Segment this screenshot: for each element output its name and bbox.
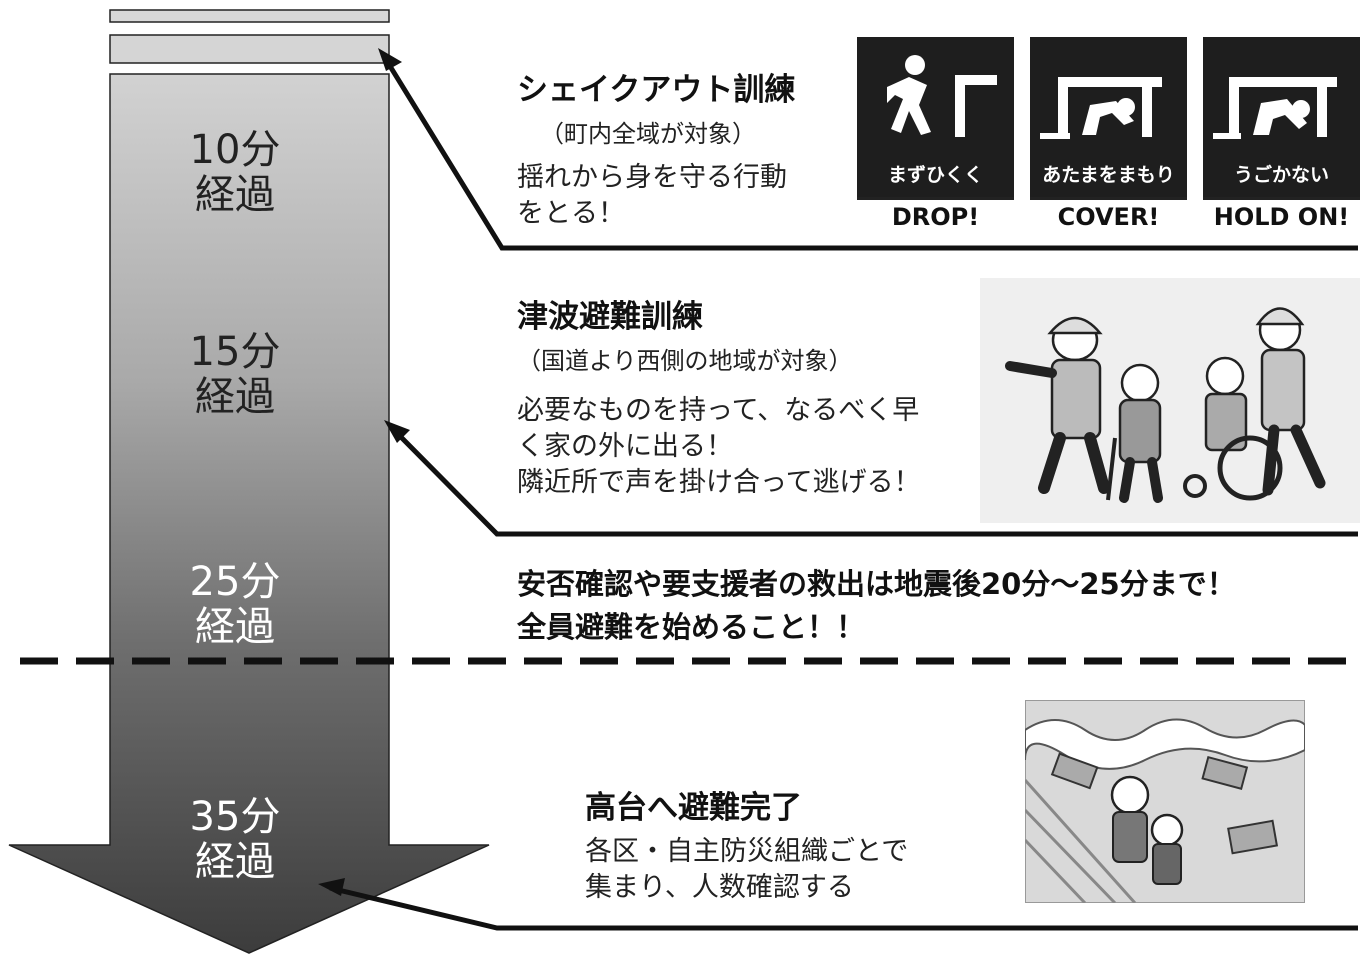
- time-label-15: 15分経過: [189, 329, 281, 420]
- sign-drop: まずひくく DROP!: [857, 37, 1014, 235]
- shakeout-scope: （町内全域が対象）: [540, 120, 756, 148]
- shakeout-title: シェイクアウト訓練: [517, 72, 796, 108]
- cover-figure-icon: [1040, 77, 1162, 139]
- tsunami-desc: 必要なものを持って、なるべく早 く家の外に出る！ 隣近所で声を掛け合って逃げる！: [517, 395, 921, 498]
- connector-complete-head: [318, 878, 345, 896]
- tsunami-scope: （国道より西側の地域が対象）: [517, 347, 853, 375]
- higher-ground-illustration: [1025, 700, 1305, 903]
- timeline-strip-2: [109, 34, 390, 64]
- tsunami-title: 津波避難訓練: [517, 299, 703, 335]
- time-label-10: 10分経過: [189, 127, 281, 218]
- sign-drop-jp: まずひくく: [887, 164, 983, 186]
- hold-figure-icon: [1213, 77, 1337, 139]
- sign-hold: うごかない HOLD ON!: [1203, 37, 1360, 235]
- time-label-35: 35分経過: [189, 794, 281, 885]
- connector-tsunami-head: [384, 420, 410, 443]
- evacuating-people-illustration: [980, 278, 1360, 523]
- sign-hold-en: HOLD ON!: [1203, 200, 1360, 235]
- sign-cover-en: COVER!: [1030, 200, 1187, 235]
- time-label-25: 25分経過: [189, 559, 281, 650]
- connector-shakeout-head: [378, 48, 402, 71]
- sign-drop-en: DROP!: [857, 200, 1014, 235]
- connector-tsunami: [390, 426, 1358, 537]
- sign-cover-jp: あたまをまもり: [1042, 164, 1175, 186]
- timeline-strip-1: [109, 9, 390, 23]
- connector-shakeout: [382, 56, 1358, 251]
- complete-desc: 各区・自主防災組織ごとで 集まり、人数確認する: [585, 836, 909, 903]
- shakeout-desc: 揺れから身を守る行動 をとる！: [517, 162, 787, 229]
- sign-hold-jp: うごかない: [1233, 164, 1329, 186]
- complete-title: 高台へ避難完了: [585, 790, 802, 826]
- drop-figure-icon: [887, 55, 997, 137]
- sign-cover: あたまをまもり COVER!: [1030, 37, 1187, 235]
- connector-complete: [329, 885, 1358, 931]
- warning-text: 安否確認や要支援者の救出は地震後20分～25分まで！ 全員避難を始めること！！: [517, 567, 1236, 644]
